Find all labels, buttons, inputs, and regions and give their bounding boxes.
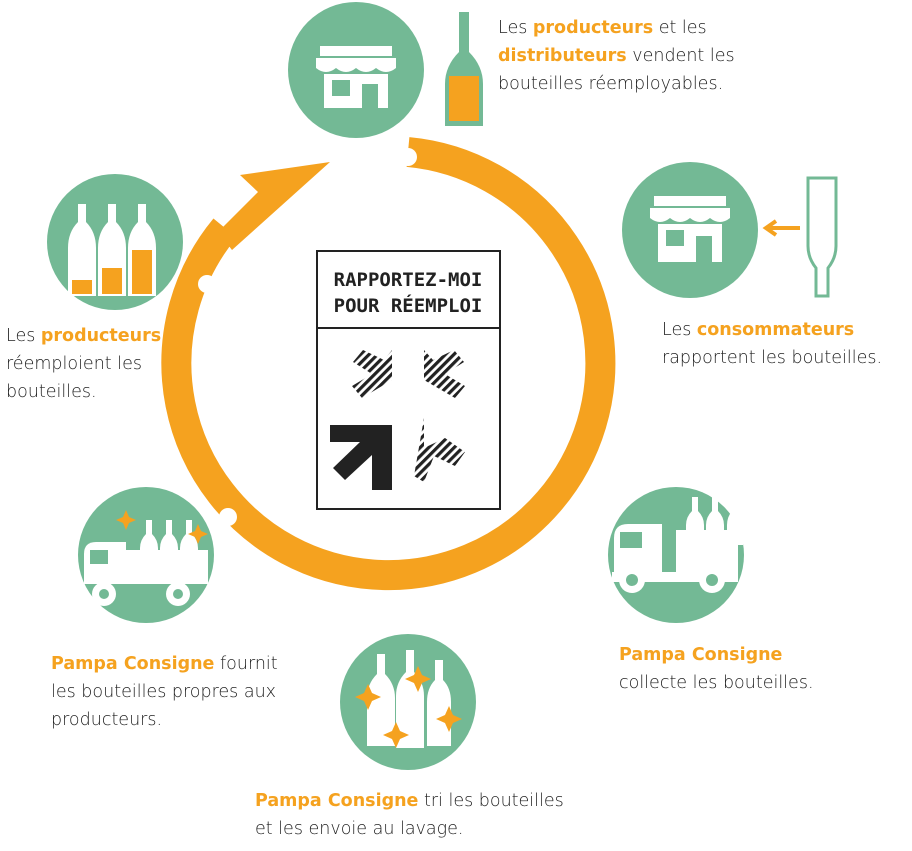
sparkle-icon bbox=[405, 666, 431, 692]
step-3-illustration bbox=[608, 487, 744, 623]
step-2-illustration bbox=[622, 162, 838, 298]
ring-dot bbox=[399, 148, 417, 166]
step-3-caption: Pampa Consigne collecte les bouteilles. bbox=[619, 645, 814, 693]
logo-line1: RAPPORTEZ-MOI bbox=[334, 269, 483, 291]
step-5-caption: Pampa Consigne fournit les bouteilles pr… bbox=[51, 654, 278, 730]
ring-dot bbox=[576, 508, 594, 526]
step-6-illustration bbox=[47, 174, 183, 310]
sparkle-icon bbox=[188, 524, 208, 544]
logo-line2: POUR RÉEMPLOI bbox=[334, 294, 483, 317]
step-4-caption: Pampa Consigne tri les bouteilles et les… bbox=[255, 791, 564, 839]
ring-dot bbox=[400, 591, 418, 609]
sparkle-icon bbox=[383, 722, 409, 748]
step-4-illustration bbox=[340, 634, 476, 770]
reuse-logo: RAPPORTEZ-MOI POUR RÉEMPLOI bbox=[316, 250, 501, 510]
step-5-illustration bbox=[78, 487, 214, 623]
cycle-ring bbox=[161, 137, 616, 591]
bottle-icon bbox=[806, 176, 838, 298]
converging-arrows-icon bbox=[330, 350, 465, 490]
sparkle-icon bbox=[436, 706, 462, 732]
sparkle-icon bbox=[116, 510, 136, 530]
step-1-illustration bbox=[288, 2, 483, 138]
step-6-caption: Les producteurs réemploient les bouteill… bbox=[6, 326, 162, 402]
step-2-caption: Les consommateurs rapportent les bouteil… bbox=[662, 320, 883, 368]
ring-dot bbox=[219, 508, 237, 526]
cycle-arrow-icon bbox=[218, 162, 330, 250]
sparkle-icon bbox=[355, 684, 381, 710]
return-arrow-icon bbox=[762, 219, 800, 237]
ring-dot bbox=[598, 263, 616, 281]
ring-dot bbox=[198, 275, 216, 293]
step-1-caption: Les producteurs et les distributeurs ven… bbox=[498, 18, 735, 94]
